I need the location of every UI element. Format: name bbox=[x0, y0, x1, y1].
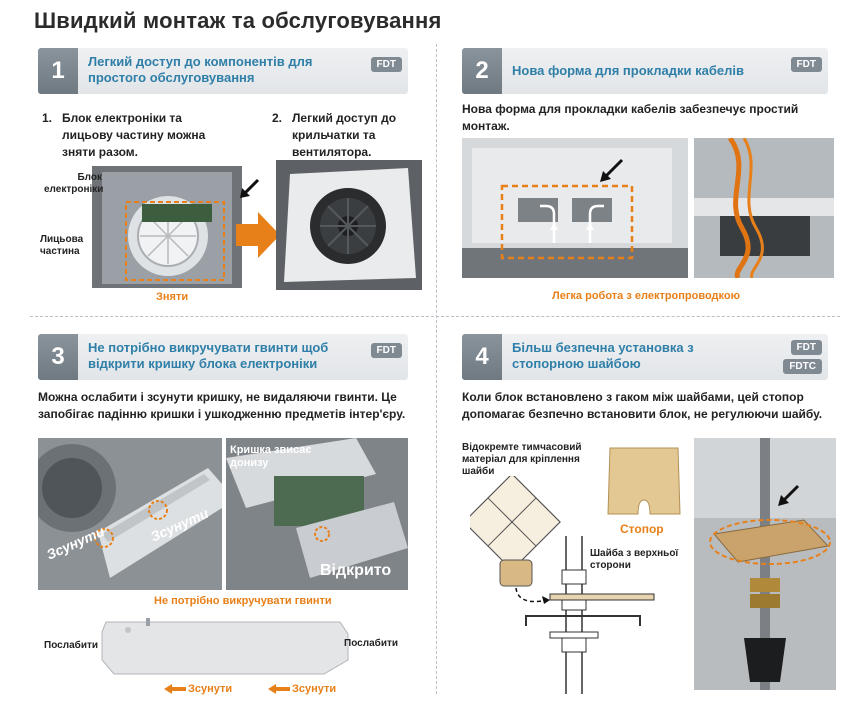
model-tag: FDTC bbox=[783, 359, 822, 374]
label-front-panel: Лицьова частина bbox=[40, 234, 84, 257]
slide-label: Зсунути bbox=[188, 683, 233, 695]
photo-unit-removed bbox=[92, 166, 242, 288]
model-tag: FDT bbox=[790, 57, 822, 72]
section-number: 3 bbox=[38, 334, 78, 380]
step-number: 1. bbox=[42, 111, 53, 125]
section-text: Нова форма для прокладки кабелів забезпе… bbox=[462, 102, 799, 133]
photo-fan-exposed bbox=[276, 160, 422, 290]
cover-diagram bbox=[100, 618, 350, 678]
section-1-header: 1 Легкий доступ до компонентів для прост… bbox=[38, 48, 408, 94]
model-tag: FDT bbox=[370, 57, 402, 72]
model-tag: FDT bbox=[790, 340, 822, 355]
section-title: Не потрібно викручувати гвинти щоб відкр… bbox=[88, 340, 329, 371]
section-number: 2 bbox=[462, 48, 502, 94]
section-text: Коли блок встановлено з гаком між шайбам… bbox=[462, 390, 823, 421]
photo-cable-routing bbox=[462, 138, 834, 278]
section-number: 1 bbox=[38, 48, 78, 94]
caption-remove: Зняти bbox=[156, 291, 189, 303]
cover-hangs-label: Кришка звисає донизу bbox=[230, 444, 312, 469]
washer-diagram bbox=[470, 476, 670, 694]
separate-label: Відокремте тимчасовий матеріал для кріпл… bbox=[462, 442, 582, 477]
horizontal-divider bbox=[30, 316, 840, 317]
section-4-header: 4 Більш безпечна установка з стопорною ш… bbox=[462, 334, 828, 380]
section-title: Легкий доступ до компонентів для простог… bbox=[88, 54, 313, 85]
section-title: Більш безпечна установка з стопорною шай… bbox=[512, 340, 694, 371]
left-arrow-icon bbox=[164, 684, 186, 694]
opened-label: Відкрито bbox=[320, 562, 392, 579]
model-tag: FDT bbox=[370, 343, 402, 358]
label-electronics: Блок електроніки bbox=[44, 172, 104, 195]
big-arrow-icon bbox=[236, 212, 282, 258]
step-number: 2. bbox=[272, 111, 283, 125]
section-2-header: 2 Нова форма для прокладки кабелів FDT bbox=[462, 48, 828, 94]
loosen-label: Послабити bbox=[344, 638, 399, 649]
page-title: Швидкий монтаж та обслуговування bbox=[34, 8, 442, 33]
section-3-header: 3 Не потрібно викручувати гвинти щоб від… bbox=[38, 334, 408, 380]
stopper-label: Стопор bbox=[620, 522, 664, 536]
stopper-shape bbox=[604, 444, 684, 518]
step-text: Блок електроніки та лицьову частину можн… bbox=[62, 111, 206, 159]
washer-label: Шайба з верхньої сторони bbox=[590, 548, 679, 571]
section-number: 4 bbox=[462, 334, 502, 380]
caption-no-screws: Не потрібно викручувати гвинти bbox=[154, 595, 332, 607]
left-arrow-icon bbox=[268, 684, 290, 694]
section-text: Можна ослабити і зсунути кришку, не вида… bbox=[38, 390, 406, 421]
slide-label: Зсунути bbox=[292, 683, 337, 695]
loosen-label: Послабити bbox=[44, 640, 99, 651]
pointer-arrow-icon bbox=[238, 178, 260, 200]
vertical-divider bbox=[436, 44, 437, 694]
photo-slide-cover bbox=[38, 438, 222, 590]
step-text: Легкий доступ до крильчатки та вентилято… bbox=[292, 111, 397, 159]
caption-wiring: Легка робота з електропроводкою bbox=[552, 290, 740, 302]
section-title: Нова форма для прокладки кабелів bbox=[512, 63, 745, 78]
photo-hanging-bolt bbox=[694, 438, 836, 690]
photo-cover-opened bbox=[226, 438, 408, 590]
